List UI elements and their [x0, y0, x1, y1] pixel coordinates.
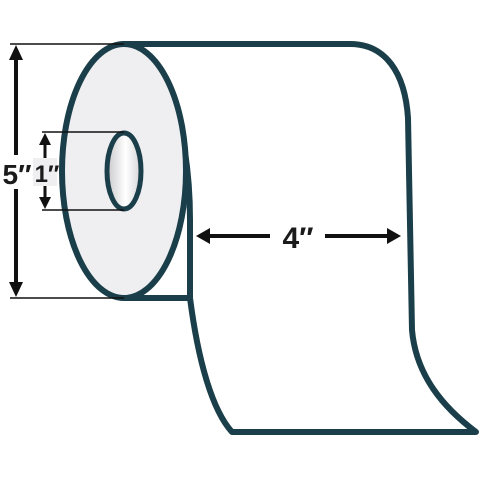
core-diameter-label: 1″ — [35, 161, 60, 188]
width-dimension — [196, 228, 401, 244]
core-diameter-dimension — [33, 131, 124, 211]
width-label: 4″ — [282, 222, 313, 255]
outer-diameter-label: 5″ — [3, 159, 32, 190]
core-hole — [104, 130, 144, 212]
outer-diameter-dimension — [0, 43, 124, 299]
